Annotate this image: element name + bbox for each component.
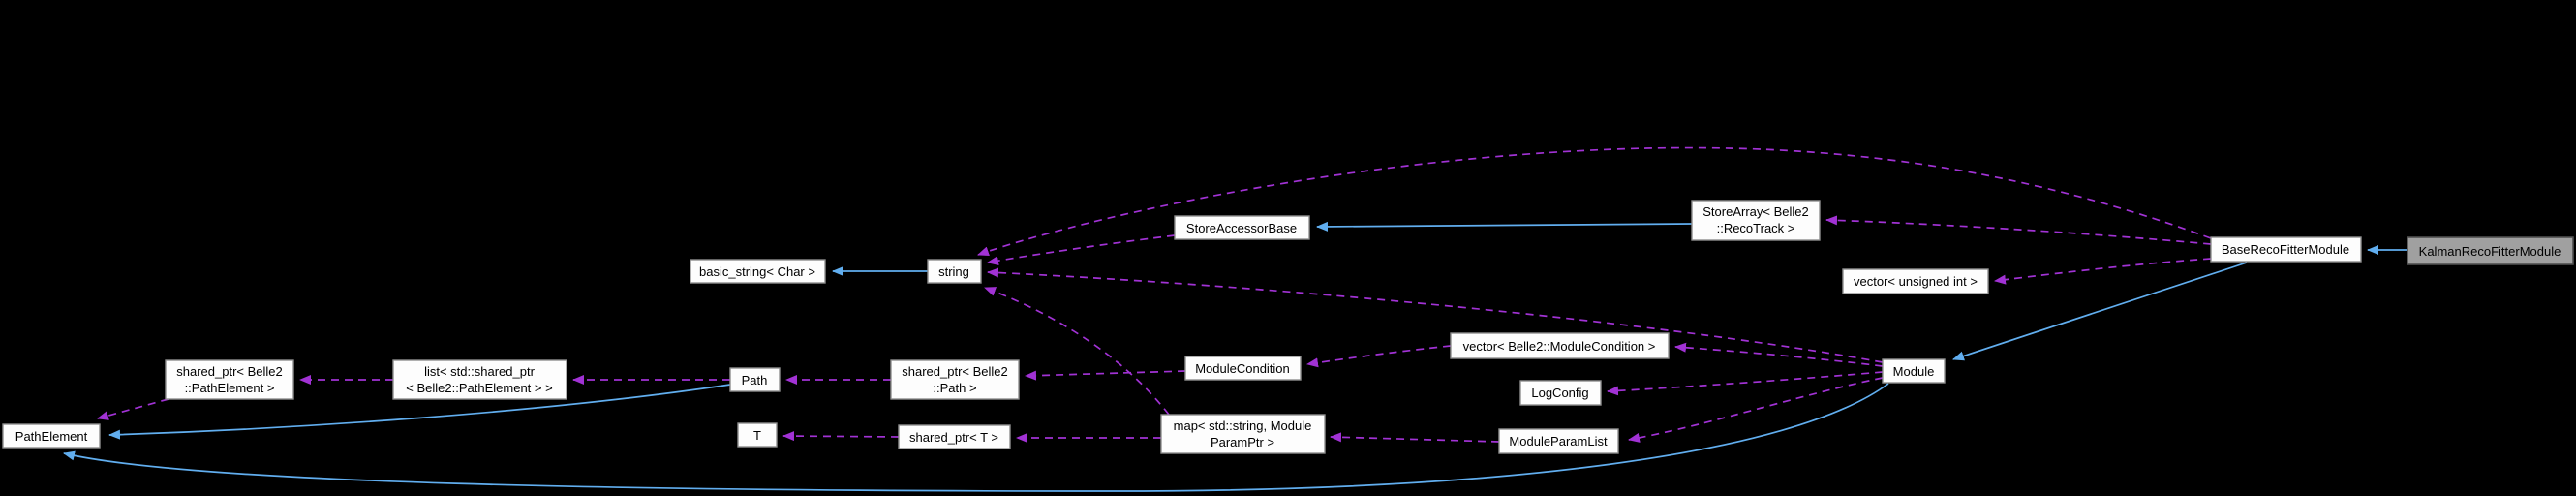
node-moduleparamlist-label: ModuleParamList <box>1509 434 1608 449</box>
node-module-condition-box <box>1184 356 1302 381</box>
edge-baserecofitter-to-module-inheritance <box>1952 262 2248 361</box>
node-vector-unsigned-int[interactable]: vector< unsigned int > <box>1842 268 1989 294</box>
node-list-shared-ptr-label-1: list< std::shared_ptr <box>424 364 535 379</box>
node-logconfig[interactable]: LogConfig <box>1519 380 1602 406</box>
node-path-label: Path <box>742 373 768 388</box>
node-module-condition[interactable]: ModuleCondition <box>1184 356 1302 381</box>
node-t-box <box>737 422 778 448</box>
edge-module-to-logconfig-usage <box>1607 371 1884 396</box>
node-pathelement-label: PathElement <box>15 429 88 444</box>
node-vector-modulecondition-label: vector< Belle2::ModuleCondition > <box>1463 339 1656 354</box>
node-kalman-reco-fitter-module-box <box>2407 236 2574 265</box>
node-store-array-recotrack[interactable]: StoreArray< Belle2 ::RecoTrack > <box>1691 200 1821 241</box>
edge-module-to-string-usage <box>987 267 1884 363</box>
node-map-moduleparamptr-label-2: ParamPtr > <box>1211 435 1274 450</box>
node-shared-ptr-path-box <box>890 359 1020 400</box>
node-moduleparamlist-box <box>1498 428 1619 454</box>
node-kalman-reco-fitter-module[interactable]: KalmanRecoFitterModule <box>2407 236 2574 265</box>
node-shared-ptr-t[interactable]: shared_ptr< T > <box>898 424 1011 450</box>
node-pathelement[interactable]: PathElement <box>2 423 101 449</box>
node-list-shared-ptr[interactable]: list< std::shared_ptr < Belle2::PathElem… <box>392 359 567 400</box>
edge-moduleparamlist-to-map-usage <box>1330 432 1500 443</box>
node-path-box <box>729 367 781 392</box>
node-store-array-recotrack-label-2: ::RecoTrack > <box>1717 221 1795 235</box>
node-store-accessor-base-label: StoreAccessorBase <box>1186 221 1297 235</box>
edge-map-to-string-usage <box>984 287 1170 416</box>
node-shared-ptr-pathelement-label-2: ::PathElement > <box>185 381 275 395</box>
node-store-array-recotrack-label-1: StoreArray< Belle2 <box>1702 204 1808 219</box>
edge-baserecofitter-to-vector-unsigned-int-usage <box>1994 258 2212 285</box>
node-store-accessor-base[interactable]: StoreAccessorBase <box>1174 215 1310 240</box>
node-map-moduleparamptr-label-1: map< std::string, Module <box>1174 418 1312 433</box>
node-pathelement-box <box>2 423 101 449</box>
node-shared-ptr-path-label-2: ::Path > <box>933 381 976 395</box>
node-vector-unsigned-int-box <box>1842 268 1989 294</box>
node-shared-ptr-t-label: shared_ptr< T > <box>909 430 998 445</box>
node-kalman-reco-fitter-module-label: KalmanRecoFitterModule <box>2419 244 2561 259</box>
node-vector-modulecondition-box <box>1450 332 1670 359</box>
node-string[interactable]: string <box>927 259 982 284</box>
edge-path-to-pathelement-inheritance <box>108 384 731 440</box>
node-base-reco-fitter-module[interactable]: BaseRecoFitterModule <box>2210 236 2362 263</box>
node-map-moduleparamptr[interactable]: map< std::string, Module ParamPtr > <box>1160 414 1326 454</box>
node-base-reco-fitter-module-box <box>2210 236 2362 263</box>
node-t-label: T <box>753 428 761 443</box>
node-vector-unsigned-int-label: vector< unsigned int > <box>1854 274 1978 289</box>
edge-baserecofitter-to-string-usage <box>977 146 2212 257</box>
edge-module-to-vector-modulecondition-usage <box>1674 342 1884 367</box>
node-module[interactable]: Module <box>1882 358 1946 384</box>
node-basic-string-char-box <box>690 259 826 284</box>
node-shared-ptr-path[interactable]: shared_ptr< Belle2 ::Path > <box>890 359 1020 400</box>
node-moduleparamlist[interactable]: ModuleParamList <box>1498 428 1619 454</box>
node-shared-ptr-pathelement-label-1: shared_ptr< Belle2 <box>176 364 283 379</box>
node-list-shared-ptr-label-2: < Belle2::PathElement > > <box>406 381 552 395</box>
node-shared-ptr-pathelement-box <box>165 359 294 400</box>
node-path[interactable]: Path <box>729 367 781 392</box>
edge-vector-modulecondition-to-modulecondition-usage <box>1306 345 1452 368</box>
node-base-reco-fitter-module-label: BaseRecoFitterModule <box>2222 242 2349 257</box>
edge-sharedptr-t-to-t-usage <box>782 431 900 442</box>
node-t[interactable]: T <box>737 422 778 448</box>
node-store-accessor-base-box <box>1174 215 1310 240</box>
node-shared-ptr-pathelement[interactable]: shared_ptr< Belle2 ::PathElement > <box>165 359 294 400</box>
edge-storearray-to-storeaccessorbase-inheritance <box>1316 221 1693 232</box>
node-shared-ptr-path-label-1: shared_ptr< Belle2 <box>902 364 1008 379</box>
node-map-moduleparamptr-box <box>1160 414 1326 454</box>
node-shared-ptr-t-box <box>898 424 1011 450</box>
node-store-array-recotrack-box <box>1691 200 1821 241</box>
node-basic-string-char-label: basic_string< Char > <box>699 264 815 279</box>
node-module-box <box>1882 358 1946 384</box>
edge-baserecofitter-to-storearray-usage <box>1825 215 2212 245</box>
node-basic-string-char[interactable]: basic_string< Char > <box>690 259 826 284</box>
edge-module-to-moduleparamlist-usage <box>1628 377 1884 443</box>
edge-storeaccessorbase-to-string-usage <box>987 234 1176 266</box>
node-module-label: Module <box>1893 364 1935 379</box>
node-module-condition-label: ModuleCondition <box>1195 361 1290 376</box>
edge-module-to-pathelement-inheritance <box>63 383 1889 492</box>
node-logconfig-box <box>1519 380 1602 406</box>
edge-sharedptr-pathelement-to-pathelement-usage <box>97 398 169 420</box>
node-vector-modulecondition[interactable]: vector< Belle2::ModuleCondition > <box>1450 332 1670 359</box>
node-logconfig-label: LogConfig <box>1531 386 1588 400</box>
node-string-box <box>927 259 982 284</box>
node-list-shared-ptr-box <box>392 359 567 400</box>
node-string-label: string <box>938 264 969 279</box>
